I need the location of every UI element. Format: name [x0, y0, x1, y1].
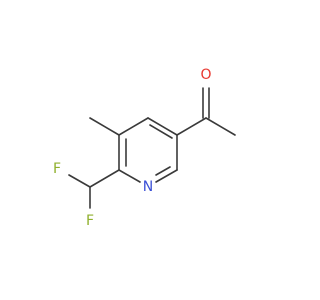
- bond-c4-c5: [147, 117, 178, 136]
- bond-n1-c6: [155, 169, 178, 183]
- fluorine-label-2: F: [86, 213, 94, 229]
- bond-c5-carbonyl: [176, 117, 207, 136]
- bond-c3-methyl: [89, 117, 120, 136]
- fluorine-label-1: F: [53, 161, 61, 177]
- nitrogen-label: N: [143, 179, 153, 195]
- bond-chf2-f1: [68, 174, 91, 188]
- molecule-structure: O N F F: [53, 67, 236, 229]
- bond-carbonyl-methyl: [205, 117, 236, 136]
- bond-n1-c6-inner: [155, 166, 171, 176]
- bond-c4-c5-inner: [149, 124, 173, 139]
- oxygen-label: O: [200, 67, 211, 83]
- bond-c2-n1: [118, 169, 141, 183]
- bond-c4-c3: [118, 117, 149, 136]
- bond-c2-chf2: [89, 169, 120, 188]
